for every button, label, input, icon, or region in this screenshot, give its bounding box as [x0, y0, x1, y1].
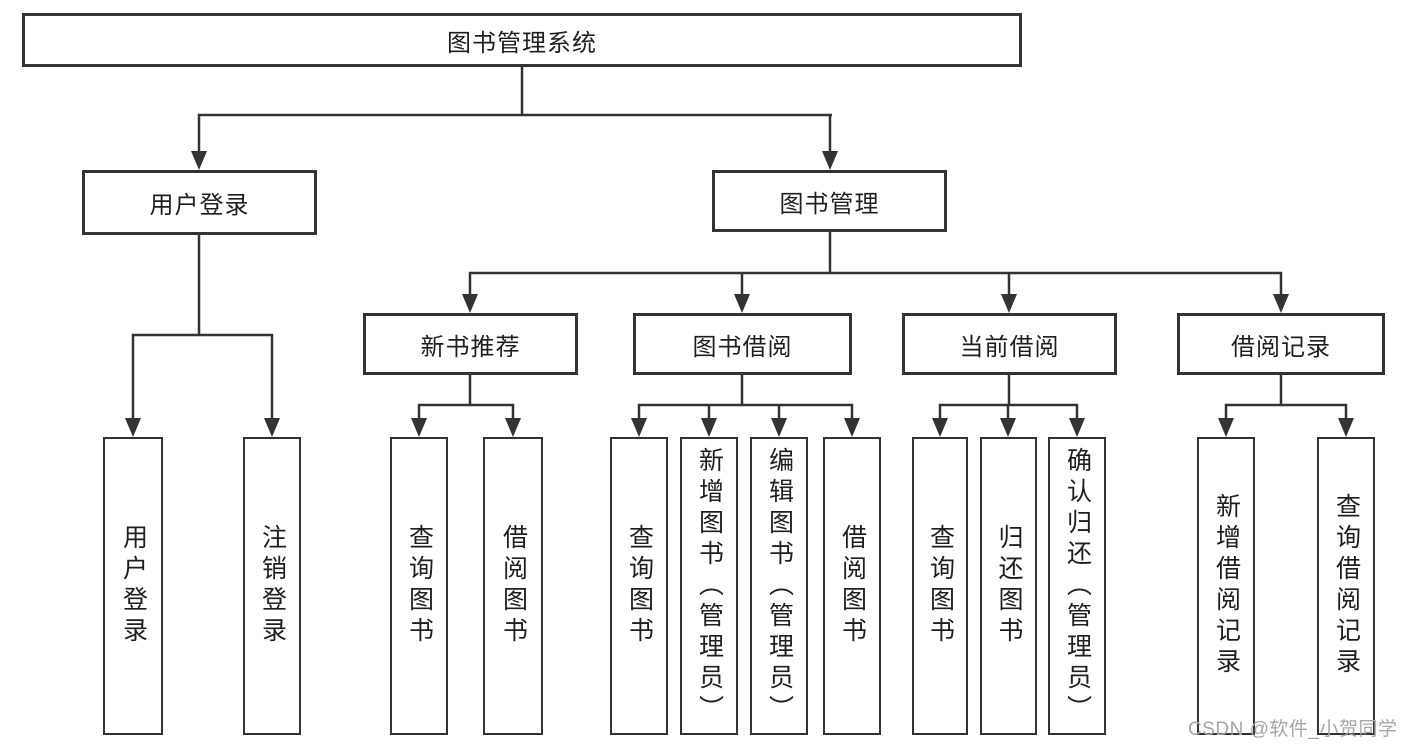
node-root-system: 图书管理系统	[22, 13, 1022, 67]
node-user-login: 用户登录	[82, 170, 317, 235]
leaf-query-books-current: 查询图书	[912, 437, 968, 735]
leaf-borrow-books: 借阅图书	[823, 437, 881, 735]
leaf-add-borrow-record: 新增借阅记录	[1197, 437, 1255, 735]
connector-book-borrow-to-leaves	[631, 375, 860, 437]
node-borrow-record: 借阅记录	[1177, 313, 1385, 375]
node-book-borrow: 图书借阅	[633, 313, 852, 375]
leaf-query-books-recommend: 查询图书	[390, 437, 448, 735]
leaf-logout: 注销登录	[243, 437, 301, 735]
leaf-add-book-admin: 新增图书（管理员）	[680, 437, 738, 735]
leaf-query-borrow-record: 查询借阅记录	[1317, 437, 1375, 735]
connector-new-book-recommend-to-leaves	[411, 375, 521, 437]
connector-current-borrow-to-leaves	[932, 375, 1085, 437]
node-new-book-recommend: 新书推荐	[363, 313, 578, 375]
leaf-borrow-books-recommend: 借阅图书	[483, 437, 543, 735]
node-current-borrow: 当前借阅	[902, 313, 1117, 375]
csdn-watermark: CSDN @软件_小贺同学	[1188, 719, 1398, 740]
connector-user-login-to-leaves	[125, 235, 280, 437]
leaf-return-books: 归还图书	[980, 437, 1037, 735]
connector-book-management-to-level3	[462, 232, 1289, 313]
connector-borrow-record-to-leaves	[1218, 375, 1354, 437]
leaf-query-books-borrow: 查询图书	[610, 437, 668, 735]
connector-root-to-level2	[191, 67, 838, 170]
node-book-management: 图书管理	[712, 170, 947, 232]
leaf-user-login: 用户登录	[103, 437, 163, 735]
leaf-edit-book-admin: 编辑图书（管理员）	[750, 437, 808, 735]
leaf-confirm-return-admin: 确认归还（管理员）	[1048, 437, 1106, 735]
